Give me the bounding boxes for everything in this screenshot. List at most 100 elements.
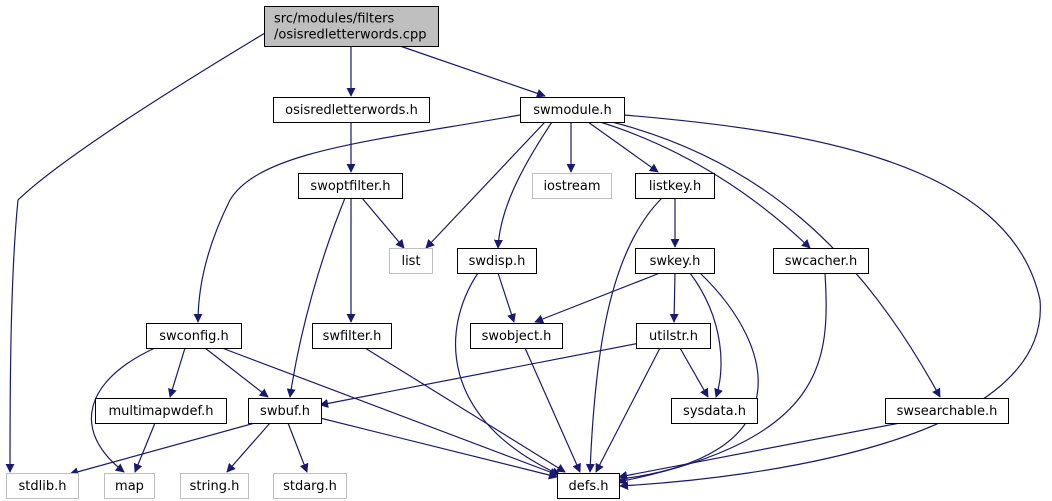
node-box [104, 473, 155, 499]
node-label: swfilter.h [323, 329, 382, 344]
node-swobject-h[interactable]: swobject.h [470, 323, 563, 349]
node-label: swobject.h [482, 329, 552, 344]
node-box [470, 323, 563, 349]
node-swconfig-h[interactable]: swconfig.h [146, 323, 242, 349]
node-box [636, 323, 711, 349]
edge-swmodule-h-to-listkey-h [587, 121, 659, 173]
node-label: swbuf.h [260, 404, 310, 419]
node-label: listkey.h [649, 179, 701, 194]
edge-swconfig-h-to-defs-h [221, 347, 559, 477]
node-stdarg-h: stdarg.h [273, 473, 347, 499]
edge-swdisp-h-to-defs-h [455, 272, 561, 476]
node-label: stdlib.h [19, 479, 67, 494]
node-box [635, 173, 715, 199]
node-box [671, 398, 758, 424]
node-box [532, 173, 612, 199]
node-label: iostream [543, 179, 600, 194]
node-label: osisredletterwords.h [285, 103, 418, 118]
node-label: src/modules/filters [274, 12, 394, 27]
node-map: map [104, 473, 155, 499]
node-stdlib-h: stdlib.h [6, 473, 79, 499]
node-box [273, 473, 347, 499]
node-swsearchable-h[interactable]: swsearchable.h [885, 398, 1009, 424]
node-root[interactable]: src/modules/filters/osisredletterwords.c… [264, 6, 439, 47]
node-box [312, 323, 392, 349]
node-box [520, 97, 625, 123]
node-swmodule-h[interactable]: swmodule.h [520, 97, 625, 123]
node-multimapwdef-h[interactable]: multimapwdef.h [95, 398, 227, 424]
node-box [264, 6, 439, 47]
node-label: swmodule.h [533, 103, 612, 118]
node-box [273, 97, 430, 123]
node-listkey-h[interactable]: listkey.h [635, 173, 715, 199]
node-osisredletterwords-h[interactable]: osisredletterwords.h [273, 97, 430, 123]
node-iostream: iostream [532, 173, 612, 199]
node-label: map [115, 479, 144, 494]
node-swoptfilter-h[interactable]: swoptfilter.h [298, 173, 403, 199]
edge-swmodule-h-to-swdisp-h [493, 121, 553, 249]
node-box [146, 323, 242, 349]
edge-swconfig-h-to-multimapwdef-h [168, 347, 186, 398]
edges-layer [5, 29, 1041, 491]
edge-swbuf-h-to-defs-h [319, 417, 558, 480]
edge-swfilter-h-to-defs-h [364, 347, 566, 473]
edge-swmodule-h-to-swsearchable-h [611, 121, 941, 398]
edge-swsearchable-h-to-defs-h [618, 422, 901, 480]
node-utilstr-h[interactable]: utilstr.h [636, 323, 711, 349]
edge-swoptfilter-h-to-swbuf-h [286, 197, 346, 398]
node-label: string.h [190, 479, 240, 494]
node-box [389, 248, 433, 274]
node-label: stdarg.h [283, 479, 337, 494]
node-label: utilstr.h [649, 329, 698, 344]
node-swfilter-h[interactable]: swfilter.h [312, 323, 392, 349]
edge-swmodule-h-to-swcacher-h [599, 121, 811, 249]
node-swdisp-h[interactable]: swdisp.h [457, 248, 537, 274]
edge-utilstr-h-to-defs-h [595, 347, 661, 473]
node-string-h: string.h [180, 473, 249, 499]
node-label: swkey.h [650, 254, 701, 269]
edge-swmodule-h-to-swconfig-h [193, 114, 521, 323]
node-box [557, 473, 620, 499]
node-box [457, 248, 537, 274]
edge-swconfig-h-to-swbuf-h [204, 347, 269, 398]
node-label: swcacher.h [785, 254, 857, 269]
node-list: list [389, 248, 433, 274]
node-label: swoptfilter.h [310, 179, 390, 194]
node-label: multimapwdef.h [109, 404, 214, 419]
edge-swkey-h-to-defs-h [611, 272, 759, 484]
edge-swdisp-h-to-swobject-h [497, 272, 516, 323]
node-swcacher-h[interactable]: swcacher.h [773, 248, 869, 274]
node-defs-h[interactable]: defs.h [557, 473, 620, 499]
edge-swconfig-h-to-map [90, 347, 156, 473]
edge-swkey-h-to-swobject-h [534, 272, 661, 324]
node-box [773, 248, 869, 274]
nodes-layer: src/modules/filters/osisredletterwords.c… [6, 6, 1009, 499]
node-sysdata-h[interactable]: sysdata.h [671, 398, 758, 424]
node-label: list [401, 254, 420, 269]
edge-swkey-h-to-sysdata-h [689, 272, 723, 398]
node-label: swconfig.h [159, 329, 229, 344]
edge-root-to-stdlib-h [5, 29, 271, 473]
edge-swobject-h-to-defs-h [524, 347, 581, 473]
node-box [635, 248, 715, 274]
edge-utilstr-h-to-sysdata-h [679, 347, 709, 398]
edge-swoptfilter-h-to-list [361, 197, 405, 249]
node-box [248, 398, 322, 424]
edge-root-to-swmodule-h [399, 45, 546, 98]
edge-multimapwdef-h-to-map [133, 422, 156, 473]
node-swbuf-h[interactable]: swbuf.h [248, 398, 322, 424]
edge-swbuf-h-to-stdlib-h [69, 422, 256, 477]
edge-swbuf-h-to-stdarg-h [287, 422, 309, 473]
edge-utilstr-h-to-swbuf-h [319, 342, 641, 408]
node-box [95, 398, 227, 424]
edge-swcacher-h-to-defs-h [617, 272, 827, 485]
edge-listkey-h-to-defs-h [585, 197, 663, 473]
node-swkey-h[interactable]: swkey.h [635, 248, 715, 274]
node-label: swsearchable.h [897, 404, 998, 419]
edge-swbuf-h-to-string-h [226, 422, 271, 473]
edge-swmodule-h-to-list [425, 121, 546, 249]
edge-swkey-h-to-utilstr-h [669, 272, 679, 323]
node-label: /osisredletterwords.cpp [274, 28, 426, 43]
node-box [6, 473, 79, 499]
